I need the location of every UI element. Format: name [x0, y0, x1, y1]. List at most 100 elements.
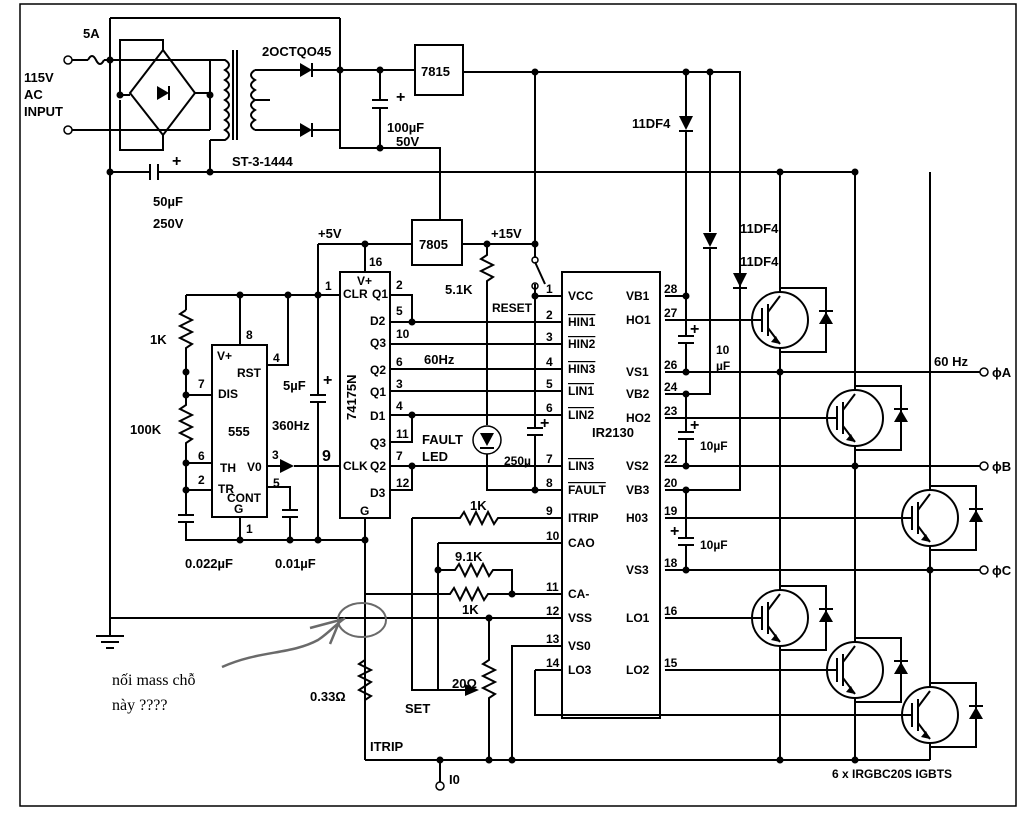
igbt-transistor	[825, 637, 908, 703]
resistor-1k	[177, 309, 195, 372]
timer-pin-rst: RST	[237, 366, 262, 380]
phase-c-terminal	[979, 565, 989, 575]
timer-pin-dis: DIS	[218, 387, 238, 401]
ground-symbol	[96, 620, 124, 649]
bootstrap-section: 11DF4 11DF4 11DF4 + 10 µF + 10µF + 10µF	[632, 68, 779, 574]
cap10a-label-2: µF	[716, 359, 730, 373]
ac-terminal-top	[63, 55, 73, 65]
itrip-label: ITRIP	[370, 739, 404, 754]
input-label-3: INPUT	[24, 104, 63, 119]
igbt-transistor	[750, 287, 833, 353]
cap5-label: 5µF	[283, 378, 306, 393]
driver-right-pin-num: 28	[664, 282, 678, 296]
driver-right-pin-num: 22	[664, 452, 678, 466]
driver-left-pin-num: 13	[546, 632, 560, 646]
counter-num-10: 10	[396, 327, 410, 341]
igbt-transistor	[900, 682, 983, 748]
regulator-7815	[414, 44, 464, 96]
capmain-label-2: 250V	[153, 216, 184, 231]
driver-right-pins: 28VB127HO126VS124VB223HO222VS220VB319H03…	[626, 282, 678, 677]
driver-left-pin-num: 4	[546, 355, 553, 369]
counter-num-12: 12	[396, 476, 410, 490]
timer-pin-tr: TR	[218, 482, 234, 496]
fuse-symbol	[87, 55, 105, 65]
driver-left-pin-num: 11	[546, 580, 559, 594]
set-label: SET	[405, 701, 430, 716]
driver-left-pin-num: 2	[546, 308, 553, 322]
driver-left-pin-num: 14	[546, 656, 560, 670]
driver-left-pin-num: 9	[546, 504, 553, 518]
transformer-primary	[210, 59, 230, 141]
counter-lbl-q1a: Q1	[372, 287, 388, 301]
driver-right-pin-label: VS2	[626, 459, 649, 473]
timer-num-1: 1	[246, 522, 253, 536]
counter-lbl-q3a: Q3	[370, 336, 386, 350]
phase-b-terminal	[979, 461, 989, 471]
transformer-secondary	[250, 69, 300, 131]
timer-num-4: 4	[273, 351, 280, 365]
igbt-transistor	[750, 585, 833, 651]
driver-right-pin-label: LO2	[626, 663, 650, 677]
counter-lbl-q1b: Q1	[370, 385, 386, 399]
cap10b-label: 10µF	[700, 439, 728, 453]
driver-body	[561, 271, 661, 719]
counter-lbl-d3: D3	[370, 486, 386, 500]
timer-num-5: 5	[273, 476, 280, 490]
driver-left-pin-label: LIN2	[568, 408, 594, 422]
counter-lbl-q2a: Q2	[370, 363, 386, 377]
transformer-label: ST-3-1444	[232, 154, 293, 169]
driver-left-pin-num: 7	[546, 452, 553, 466]
io-label: I0	[449, 772, 460, 787]
cap10c-label: 10µF	[700, 538, 728, 552]
driver-left-pin-num: 5	[546, 377, 553, 391]
regulator-7805	[411, 219, 463, 266]
driver-right-pin-label: HO1	[626, 313, 651, 327]
driver-left-pin-num: 1	[546, 282, 553, 296]
rail5-label: +5V	[318, 226, 342, 241]
r20-label: 20Ω	[452, 676, 477, 691]
driver-right-pin-label: LO1	[626, 611, 650, 625]
freq-label-360: 360Hz	[272, 418, 310, 433]
counter-body	[339, 271, 391, 519]
counter-num-5: 5	[396, 304, 403, 318]
r91-label: 9.1K	[455, 549, 483, 564]
freq-out-label: 60 Hz	[934, 354, 968, 369]
driver-right-pin-num: 19	[664, 504, 678, 518]
driver-right-pin-num: 20	[664, 476, 678, 490]
fault-led-label-2: LED	[422, 449, 448, 464]
counter-num-2: 2	[396, 278, 403, 292]
driver-left-pin-label: VCC	[568, 289, 594, 303]
timer-num-6: 6	[198, 449, 205, 463]
phase-a-label: ϕA	[992, 365, 1012, 380]
annotation-arrow	[221, 616, 346, 669]
freq-label-60: 60Hz	[424, 352, 455, 367]
cap100-label-2: 50V	[396, 134, 419, 149]
driver-left-pin-label: HIN2	[568, 337, 596, 351]
driver-right-pin-num: 27	[664, 306, 678, 320]
counter-lbl-d1: D1	[370, 409, 386, 423]
resistor-100k	[177, 395, 195, 463]
annotation-text-2: này ????	[112, 697, 168, 714]
reset-fault-section: RESET 5.1K FAULT LED + 250µ	[422, 244, 562, 494]
diode-label-1: 11DF4	[632, 116, 671, 131]
counter-pin-16: 16	[369, 255, 383, 269]
timer-num-7: 7	[198, 377, 205, 391]
driver-right-pin-num: 15	[664, 656, 678, 670]
counter-num-3: 3	[396, 377, 403, 391]
driver-left-pin-num: 3	[546, 330, 553, 344]
counter-lbl-q3b: Q3	[370, 436, 386, 450]
input-label-2: AC	[24, 87, 43, 102]
counter-lbl-q2b: Q2	[370, 459, 386, 473]
r51-label: 5.1K	[445, 282, 473, 297]
igbt-transistor	[900, 485, 983, 551]
timer-pin-v0: V0	[247, 460, 262, 474]
timer-num-3: 3	[272, 448, 279, 462]
counter-74175: 74175N 16 V+ CLR Q1 D2 Q3 Q2 Q1 D1 Q3 CL…	[325, 244, 562, 760]
reg5-label: 7805	[419, 237, 448, 252]
driver-right-pin-num: 24	[664, 380, 678, 394]
input-label-1: 115V	[24, 70, 54, 85]
driver-left-pin-num: 8	[546, 476, 553, 490]
timer-name: 555	[228, 424, 250, 439]
reg15-label: 7815	[421, 64, 450, 79]
